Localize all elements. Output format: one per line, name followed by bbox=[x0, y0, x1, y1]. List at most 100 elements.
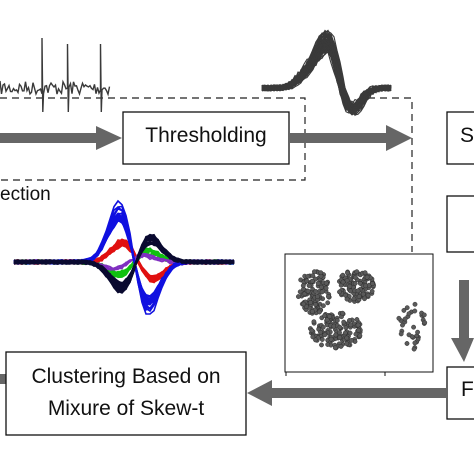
scatter-point bbox=[337, 335, 343, 340]
feature-dashed-connector bbox=[368, 97, 413, 252]
scatter-point bbox=[355, 288, 361, 294]
spike-waveform bbox=[261, 46, 392, 107]
scatter-point bbox=[365, 292, 371, 298]
scatter-point bbox=[348, 288, 353, 294]
scatter-point bbox=[349, 337, 354, 343]
cluster-waveform bbox=[14, 241, 234, 286]
scatter-point bbox=[337, 324, 343, 330]
scatter-point bbox=[311, 269, 317, 275]
scatter-point bbox=[310, 334, 316, 340]
scatter-point bbox=[411, 346, 417, 352]
clustering-label-line2: Mixure of Skew-t bbox=[47, 397, 205, 420]
scatter-point bbox=[402, 316, 408, 322]
scatter-point bbox=[318, 284, 324, 290]
scatter-point bbox=[396, 315, 402, 321]
detection-label: ection bbox=[0, 184, 51, 205]
scatter-point bbox=[401, 307, 407, 313]
scatter-point bbox=[344, 341, 350, 347]
arrow-left-stub bbox=[0, 374, 8, 384]
scatter-point bbox=[320, 324, 326, 330]
scatter-point bbox=[318, 270, 324, 276]
scatter-point bbox=[340, 310, 345, 316]
scatter-point bbox=[325, 300, 331, 306]
spike-box-label: S bbox=[460, 124, 474, 147]
scatter-point bbox=[319, 289, 325, 295]
scatter-point bbox=[340, 272, 346, 278]
scatter-point bbox=[320, 303, 326, 309]
scatter-point bbox=[309, 278, 315, 284]
scatter-point bbox=[318, 329, 323, 335]
scatter-point bbox=[412, 301, 418, 307]
spike-waveform bbox=[261, 45, 392, 107]
scatter-point bbox=[305, 273, 311, 279]
scatter-point bbox=[347, 283, 353, 289]
raw-signal-trace-icon bbox=[0, 37, 111, 113]
spike-waveform bbox=[261, 48, 392, 106]
scatter-point bbox=[370, 281, 375, 286]
scatter-point bbox=[337, 330, 342, 335]
scatter-point bbox=[398, 331, 404, 337]
spike-waveform bbox=[261, 29, 392, 117]
spike-waveform bbox=[261, 47, 392, 111]
spike-waveform bbox=[261, 29, 392, 112]
scatter-point bbox=[313, 289, 319, 294]
scatter-point bbox=[311, 319, 317, 325]
spike-waveform bbox=[261, 45, 392, 105]
scatter-point bbox=[300, 283, 306, 288]
scatter-point bbox=[338, 343, 344, 349]
spike-waveform bbox=[261, 50, 392, 110]
scatter-point bbox=[369, 288, 375, 294]
scatter-point bbox=[421, 312, 427, 318]
scatter-point bbox=[352, 274, 358, 280]
scatter-point bbox=[305, 288, 311, 294]
scatter-point bbox=[363, 283, 368, 289]
scatter-point bbox=[354, 317, 360, 322]
scatter-point bbox=[323, 280, 329, 286]
scatter-point bbox=[341, 319, 347, 325]
scatter-point bbox=[344, 335, 350, 341]
scatter-point bbox=[340, 279, 346, 285]
scatter-point bbox=[337, 289, 342, 295]
scatter-point bbox=[328, 336, 334, 342]
spike-waveform bbox=[261, 44, 391, 110]
feature-space-box bbox=[446, 366, 474, 420]
scatter-point bbox=[308, 300, 313, 305]
arrow-to-clustering bbox=[247, 380, 446, 406]
scatter-point bbox=[327, 314, 332, 319]
scatter-point bbox=[319, 337, 325, 342]
scatter-point bbox=[325, 293, 331, 299]
spike-waveforms-icon bbox=[261, 29, 392, 117]
scatter-point bbox=[400, 322, 405, 328]
spike-waveform bbox=[261, 46, 392, 111]
scatter-point bbox=[344, 296, 350, 302]
scatter-point bbox=[353, 331, 359, 337]
scatter-point bbox=[347, 330, 353, 336]
scatter-point bbox=[297, 289, 303, 295]
scatter-point bbox=[309, 309, 315, 314]
scatter-point bbox=[304, 278, 310, 284]
arrow-down-to-box bbox=[451, 280, 474, 362]
scatter-point bbox=[319, 342, 324, 348]
scatter-point bbox=[415, 329, 420, 335]
scatter-point bbox=[316, 309, 322, 315]
scatter-point bbox=[343, 325, 349, 330]
spike-extraction-box bbox=[446, 111, 474, 165]
scatter-point bbox=[322, 332, 328, 338]
feature-box-label: F bbox=[461, 378, 474, 401]
spike-waveform bbox=[261, 34, 392, 114]
scatter-point bbox=[406, 311, 412, 317]
scatter-point bbox=[362, 270, 368, 276]
scatter-point bbox=[406, 332, 412, 338]
arrow-to-thresholding bbox=[0, 126, 122, 150]
scatter-point bbox=[301, 301, 306, 307]
scatter-point bbox=[323, 285, 329, 291]
scatter-point bbox=[344, 278, 350, 283]
scatter-point bbox=[412, 308, 418, 314]
scatter-point bbox=[313, 337, 318, 343]
spike-waveform bbox=[261, 43, 392, 111]
spike-waveform bbox=[261, 45, 392, 110]
scatter-point bbox=[360, 291, 366, 297]
scatter-point bbox=[412, 340, 418, 346]
scatter-point bbox=[333, 332, 339, 338]
